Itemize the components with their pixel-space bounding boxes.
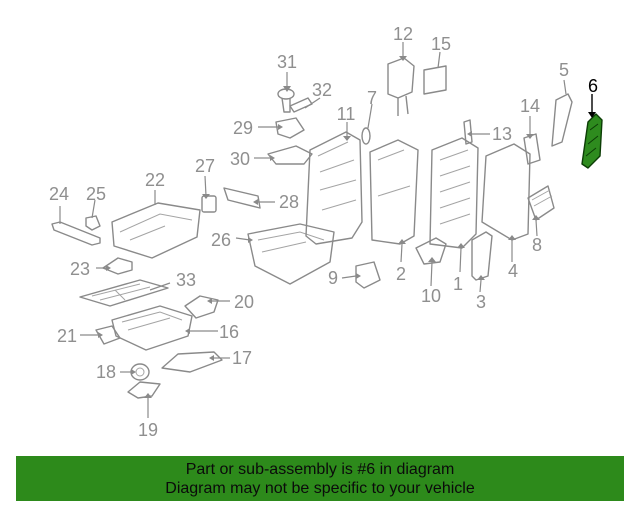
- part-25-clip: [85, 215, 101, 231]
- part-2-backrest-pad: [369, 139, 419, 245]
- callout-7: 7: [367, 88, 377, 108]
- callout-26: 26: [211, 230, 231, 250]
- callout-22: 22: [145, 170, 165, 190]
- part-11-backrest-cover: [305, 131, 363, 245]
- part-8-pocket: [527, 185, 555, 221]
- callout-25: 25: [86, 184, 106, 204]
- callout-3: 3: [476, 292, 486, 312]
- parts-diagram-drawing: 1 2 3 4 5 6 7 8 9 10 11 12 13 14 15 16 1…: [49, 24, 603, 440]
- callout-14: 14: [520, 96, 540, 116]
- part-5-trim: [551, 93, 573, 147]
- part-23-bracket: [102, 257, 133, 275]
- callout-9: 9: [328, 268, 338, 288]
- callout-12: 12: [393, 24, 413, 44]
- part-27-switch: [201, 195, 217, 213]
- parts-diagram: 1 2 3 4 5 6 7 8 9 10 11 12 13 14 15 16 1…: [49, 24, 603, 440]
- callout-labels: 1 2 3 4 5 6 7 8 9 10 11 12 13 14 15 16 1…: [49, 24, 598, 440]
- part-7-clip: [361, 127, 371, 145]
- callout-20: 20: [234, 292, 254, 312]
- callout-15: 15: [431, 34, 451, 54]
- callout-5: 5: [559, 60, 569, 80]
- callout-16: 16: [219, 322, 239, 342]
- part-17-side-trim: [161, 351, 223, 373]
- part-19-bracket: [127, 381, 161, 399]
- banner-disclaimer-line: Diagram may not be specific to your vehi…: [165, 480, 475, 497]
- leader-arrowheads: [98, 56, 596, 398]
- part-24-trim-strip: [51, 221, 101, 246]
- callout-28: 28: [279, 192, 299, 212]
- callout-17: 17: [232, 348, 252, 368]
- part-12-headrest: [387, 57, 415, 116]
- part-6-highlighted: [581, 113, 603, 169]
- callout-10: 10: [421, 286, 441, 306]
- callout-30: 30: [230, 149, 250, 169]
- part-29-bracket: [275, 117, 305, 139]
- callout-31: 31: [277, 52, 297, 72]
- part-20-cover: [184, 295, 219, 319]
- part-1-backrest-frame: [429, 137, 479, 249]
- callout-27: 27: [195, 156, 215, 176]
- part-13-clip: [463, 119, 473, 145]
- part-10-motor: [415, 237, 447, 265]
- part-info-banner: Part or sub-assembly is #6 in diagram Di…: [16, 456, 624, 501]
- callout-19: 19: [138, 420, 158, 440]
- callout-8: 8: [532, 235, 542, 255]
- callout-21: 21: [57, 326, 77, 346]
- part-16-seat-frame: [111, 305, 193, 351]
- part-22-seat-cushion: [111, 202, 201, 259]
- part-21-bracket: [95, 325, 121, 345]
- callout-24: 24: [49, 184, 69, 204]
- part-9-bracket: [355, 261, 381, 289]
- callout-4: 4: [508, 261, 518, 281]
- part-3-side-trim: [471, 231, 493, 281]
- callout-11: 11: [337, 104, 356, 124]
- part-4-back-panel: [481, 143, 531, 241]
- banner-part-line: Part or sub-assembly is #6 in diagram: [185, 461, 455, 478]
- callout-1: 1: [453, 274, 463, 294]
- part-26-cushion-pad: [247, 223, 335, 285]
- callout-2: 2: [396, 264, 406, 284]
- part-33-seat-pan: [79, 279, 169, 307]
- callout-6: 6: [588, 76, 598, 96]
- callout-32: 32: [312, 80, 332, 100]
- callout-18: 18: [96, 362, 116, 382]
- part-30-bracket: [267, 145, 313, 165]
- callout-29: 29: [233, 118, 253, 138]
- part-28-trim: [223, 187, 261, 209]
- callout-33: 33: [176, 270, 196, 290]
- part-15-label: [423, 65, 447, 95]
- callout-13: 13: [492, 124, 512, 144]
- leader-lines: [59, 42, 593, 418]
- callout-23: 23: [70, 259, 90, 279]
- part-14-clip: [523, 133, 541, 165]
